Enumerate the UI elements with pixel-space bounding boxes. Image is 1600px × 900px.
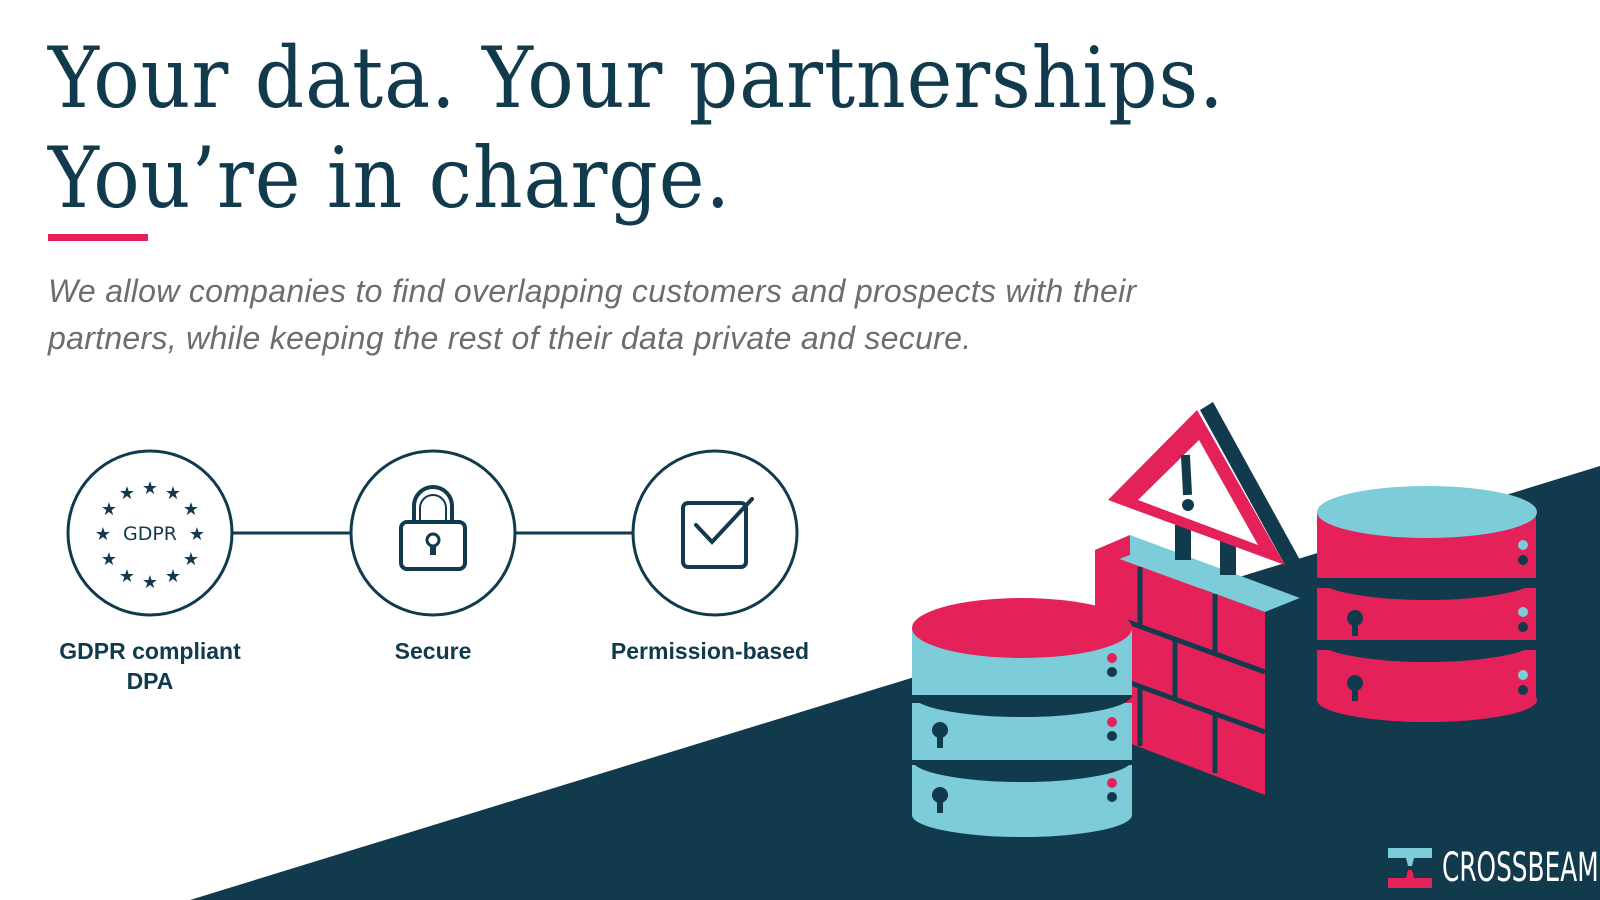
feature-label-secure: Secure [394, 638, 472, 664]
svg-text:★: ★ [142, 478, 158, 499]
database-stack-left [912, 598, 1132, 837]
page-title: Your data. Your partnerships. You’re in … [48, 28, 1225, 228]
svg-text:★: ★ [101, 499, 117, 520]
warning-triangle-icon [1108, 402, 1300, 575]
feature-label-permission: Permission-based [610, 638, 810, 664]
accent-underline [48, 234, 148, 241]
features-graphic: ★ ★ ★ ★ ★ ★ ★ ★ ★ ★ ★ ★ GDPR [66, 449, 799, 617]
subtitle: We allow companies to find overlapping c… [48, 273, 1137, 356]
svg-text:★: ★ [165, 566, 181, 587]
database-stack-right [1317, 486, 1537, 722]
headline-line-1: Your data. Your partnerships. [48, 29, 1225, 127]
crossbeam-wordmark: CROSSBEAM [1442, 845, 1599, 891]
svg-text:★: ★ [95, 524, 111, 545]
svg-text:★: ★ [183, 549, 199, 570]
feature-label-gdpr: GDPR compliant DPA [59, 638, 241, 694]
svg-text:★: ★ [119, 483, 135, 504]
svg-text:★: ★ [142, 572, 158, 593]
headline-line-2: You’re in charge. [48, 129, 731, 227]
svg-text:★: ★ [165, 483, 181, 504]
padlock-icon [349, 449, 517, 617]
svg-text:★: ★ [189, 524, 205, 545]
crossbeam-logo: CROSSBEAM [1388, 845, 1600, 891]
crossbeam-logo-icon [1388, 848, 1432, 888]
svg-text:★: ★ [183, 499, 199, 520]
svg-text:★: ★ [101, 549, 117, 570]
svg-text:★: ★ [119, 566, 135, 587]
brick-firewall [1094, 535, 1300, 795]
checkbox-check-icon [631, 449, 799, 617]
svg-text:GDPR: GDPR [123, 523, 177, 545]
gdpr-stars-icon: ★ ★ ★ ★ ★ ★ ★ ★ ★ ★ ★ ★ GDPR [66, 449, 234, 617]
